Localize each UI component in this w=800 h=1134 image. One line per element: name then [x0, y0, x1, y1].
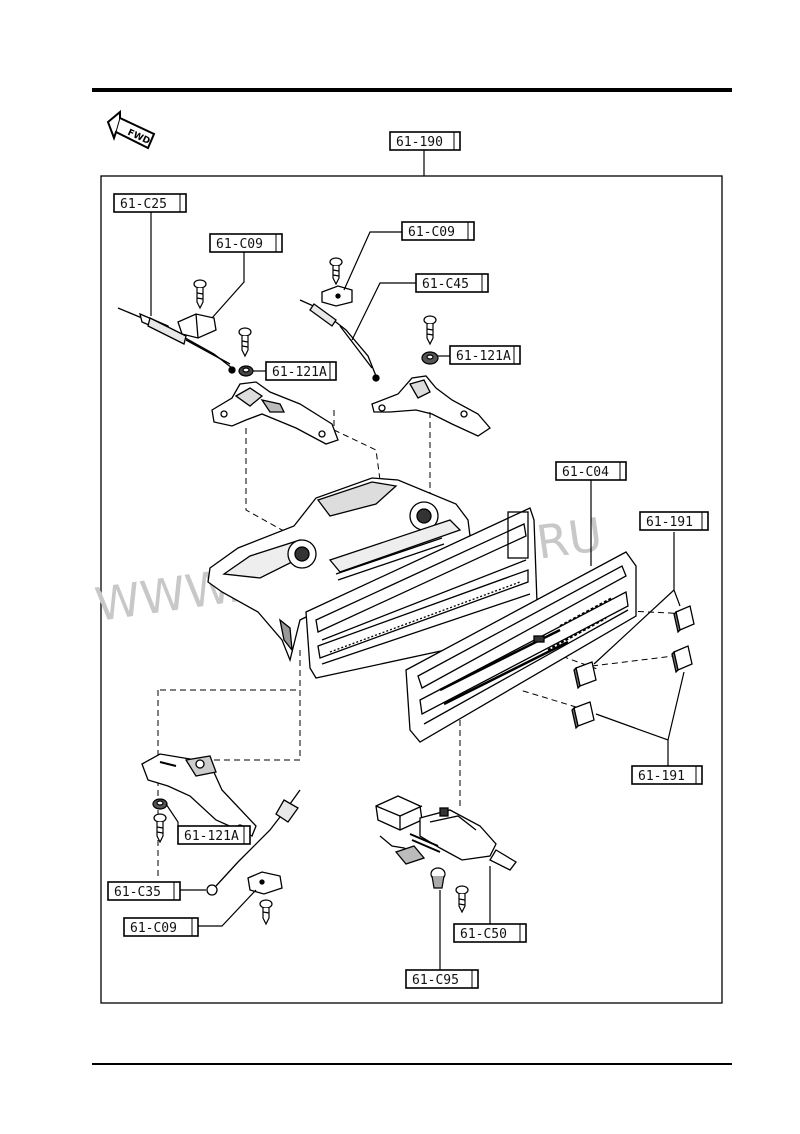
assembly-frame: [100, 175, 723, 1004]
leader-c09-top-left: [211, 252, 245, 319]
knob-lower-left: [571, 701, 595, 730]
leader-c09-top-middle: [343, 231, 402, 291]
clip-bottom: [247, 871, 283, 895]
label-text-c09-bottom: 61-C09: [130, 921, 177, 936]
label-text-a121-bottom: 61-121A: [184, 829, 239, 844]
label-c95: 61-C95: [405, 969, 479, 989]
label-k191-bottom: 61-191: [631, 765, 703, 785]
label-text-assembly: 61-190: [396, 135, 443, 150]
leaders-191: [593, 532, 685, 766]
screw-top-left: [193, 279, 207, 310]
lever-bracket-left: [211, 381, 339, 445]
label-k191-top: 61-191: [639, 511, 709, 531]
control-housing: [207, 477, 471, 663]
knob-middle-left: [573, 661, 597, 690]
label-text-c50: 61-C50: [460, 927, 507, 942]
label-text-c95: 61-C95: [412, 973, 459, 988]
label-text-c09-top-mid: 61-C09: [408, 225, 455, 240]
screw-lower-121a: [152, 798, 168, 844]
lever-bracket-right: [371, 375, 491, 437]
label-c50: 61-C50: [453, 923, 527, 943]
label-text-c35: 61-C35: [114, 885, 161, 900]
fwd-arrow-icon: FWD: [106, 109, 156, 150]
knob-upper-right: [673, 605, 695, 634]
knob-middle-right: [671, 645, 693, 674]
label-c45: 61-C45: [415, 273, 489, 293]
leader-121a-lower: [165, 803, 179, 834]
label-c09-bottom: 61-C09: [123, 917, 199, 937]
top-rule: [92, 88, 732, 92]
cable-lower: [206, 789, 301, 896]
front-panel: [405, 551, 637, 743]
clip-top-middle: [321, 285, 353, 307]
screw-right-121a: [421, 315, 439, 365]
screw-c50: [455, 885, 469, 914]
label-c35: 61-C35: [107, 881, 181, 901]
cable-middle-upper: [299, 299, 380, 382]
label-text-c25: 61-C25: [120, 197, 167, 212]
label-a121-bottom: 61-121A: [177, 825, 251, 845]
cable-left-upper: [117, 307, 236, 374]
label-c25: 61-C25: [113, 193, 187, 213]
label-assembly: 61-190: [389, 131, 461, 151]
screw-top-middle: [329, 257, 343, 286]
label-text-c45: 61-C45: [422, 277, 469, 292]
bulb-c95: [430, 867, 446, 889]
fan-switch: [375, 795, 517, 871]
screw-bottom-left: [259, 899, 273, 926]
label-text-k191-bottom: 61-191: [638, 769, 685, 784]
bottom-rule: [92, 1063, 732, 1065]
label-c09-top-left: 61-C09: [209, 233, 283, 253]
part-labels: 61-190 61-C25 61-C09 61-C09 61-C45 61-121A 61-…: [107, 131, 709, 989]
label-c09-top-mid: 61-C09: [401, 221, 475, 241]
screw-left-121a: [238, 327, 254, 377]
label-text-k191-top: 61-191: [646, 515, 693, 530]
label-a121-left: 61-121A: [265, 361, 337, 381]
label-text-a121-right: 61-121A: [456, 349, 511, 364]
clip-top-left: [177, 313, 217, 339]
label-a121-right: 61-121A: [449, 345, 521, 365]
label-text-c04: 61-C04: [562, 465, 609, 480]
lever-bracket-lower: [141, 753, 257, 837]
leader-c45: [351, 282, 416, 341]
label-text-a121-left: 61-121A: [272, 365, 327, 380]
leader-c09-bottom: [198, 889, 257, 927]
label-c04: 61-C04: [555, 461, 627, 481]
label-text-c09-top-left: 61-C09: [216, 237, 263, 252]
